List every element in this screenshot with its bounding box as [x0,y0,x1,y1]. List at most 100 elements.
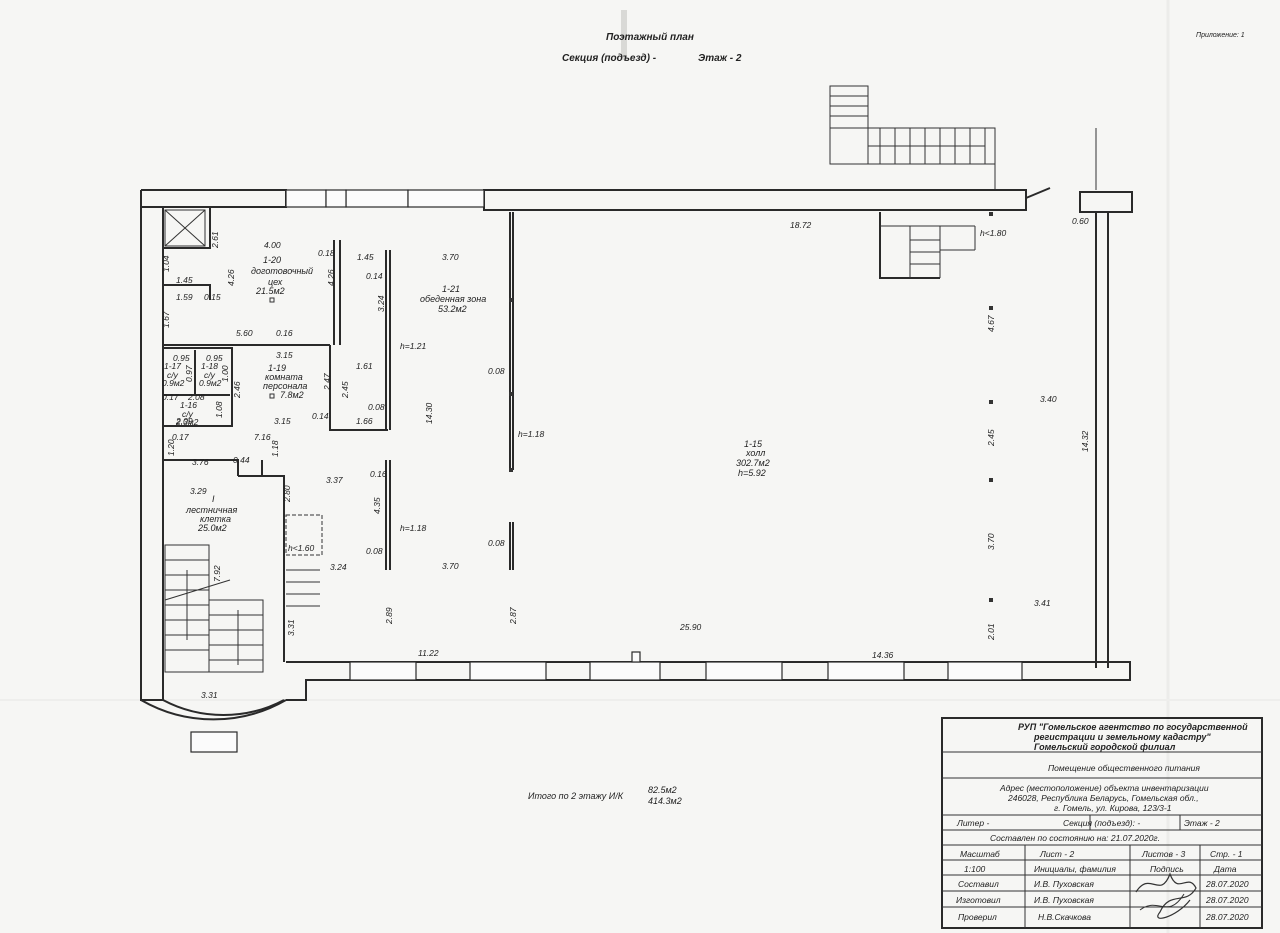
svg-text:4.26: 4.26 [326,269,336,286]
room-1-20: 1-20 доготовочный цех 21.5м2 [251,255,313,296]
svg-text:25.90: 25.90 [679,622,702,632]
stamp-sheets-header: Листов - 3 [1141,849,1186,859]
stamp-floor: Этаж - 2 [1184,818,1220,828]
svg-text:4.35: 4.35 [372,497,382,514]
svg-text:2.46: 2.46 [232,381,242,399]
svg-text:1-21: 1-21 [442,284,460,294]
room-1-21: 1-21 обеденная зона 53.2м2 [420,284,486,314]
floor-label: Этаж - 2 [698,53,742,64]
room-1-19: 1-19 комната персонала 7.8м2 [263,363,307,400]
svg-text:Итого по 2 этажу И/К: Итого по 2 этажу И/К [528,791,624,801]
stamp-sign-header: Подпись [1150,864,1184,874]
vertical-dimension-labels: 2.61 1.04 4.26 4.26 3.24 1.67 4.67 0.97 … [161,231,1090,641]
stamp-addr-1: Адрес (местоположение) объекта инвентари… [999,783,1209,793]
svg-text:2.08: 2.08 [187,392,205,402]
svg-text:3.15: 3.15 [276,350,293,360]
svg-text:0.95: 0.95 [206,353,223,363]
svg-text:14.36: 14.36 [872,650,894,660]
svg-text:0.08: 0.08 [366,546,383,556]
svg-text:h=1.21: h=1.21 [400,341,427,351]
stamp-scale-value: 1:100 [964,864,986,874]
stamp-org-1: РУП "Гомельское агентство по государстве… [1018,722,1248,732]
svg-text:18.72: 18.72 [790,220,812,230]
stamp-org-3: Гомельский городской филиал [1034,742,1176,752]
svg-text:3.76: 3.76 [192,457,209,467]
svg-text:4.67: 4.67 [986,315,996,332]
stair-room: I лестничная клетка 25.0м2 [185,494,238,533]
svg-text:персонала: персонала [263,381,307,391]
stamp-addr-3: г. Гомель, ул. Кирова, 123/3-1 [1054,803,1172,813]
svg-text:холл: холл [745,448,765,458]
stamp-name-1: И.В. Пуховская [1034,879,1094,889]
svg-text:h=5.92: h=5.92 [738,468,766,478]
svg-text:0.97: 0.97 [184,365,194,382]
svg-text:0.95: 0.95 [173,353,190,363]
svg-text:обеденная зона: обеденная зона [420,294,486,304]
svg-text:2.45: 2.45 [340,381,350,399]
svg-text:с/у: с/у [182,409,194,419]
svg-text:1-18: 1-18 [201,361,218,371]
room-1-15: 1-15 холл 302.7м2 h=5.92 [736,439,770,478]
svg-text:3.31: 3.31 [201,690,218,700]
svg-text:2.87: 2.87 [508,607,518,625]
svg-text:7.92: 7.92 [212,565,222,582]
svg-text:14.32: 14.32 [1080,430,1090,452]
stamp-name-3: Н.В.Скачкова [1038,912,1091,922]
stamp-page-header: Стр. - 1 [1210,849,1243,859]
svg-text:0.17: 0.17 [162,392,179,402]
svg-text:0.15: 0.15 [204,292,221,302]
svg-text:комната: комната [265,372,303,382]
svg-text:11.22: 11.22 [418,648,439,658]
svg-text:2.45: 2.45 [986,429,996,447]
stairwell [140,544,287,753]
svg-text:1.59: 1.59 [176,292,193,302]
signature-scribble [1135,872,1197,919]
stamp-section: Секция (подъезд): - [1063,818,1140,828]
svg-text:0.60: 0.60 [1072,216,1089,226]
svg-text:3.24: 3.24 [330,562,347,572]
attachment-label: Приложение: 1 [1196,32,1245,39]
svg-text:с/у: с/у [167,370,179,380]
svg-text:0.17: 0.17 [172,432,189,442]
svg-text:1.45: 1.45 [176,275,193,285]
svg-text:2.61: 2.61 [210,231,220,249]
svg-text:0.16: 0.16 [370,469,387,479]
svg-text:0.44: 0.44 [233,455,250,465]
svg-text:1-16: 1-16 [180,400,197,410]
room-1-18: 1-18 с/у 0.9м2 [199,361,222,388]
stamp-date-2: 28.07.2020 [1205,895,1249,905]
svg-text:1-15: 1-15 [744,439,763,449]
stamp-addr-2: 246028, Республика Беларусь, Гомельская … [1007,793,1199,803]
svg-text:414.3м2: 414.3м2 [648,796,682,806]
svg-text:доготовочный: доготовочный [251,266,313,276]
svg-text:лестничная: лестничная [185,505,238,515]
stamp-as-of: Составлен по состоянию на: 21.07.2020г. [990,833,1160,843]
svg-text:h<1.80: h<1.80 [980,228,1007,238]
svg-text:0.08: 0.08 [488,538,505,548]
svg-text:3.15: 3.15 [274,416,291,426]
svg-text:1.67: 1.67 [161,311,171,328]
stamp-org-2: регистрации и земельному кадастру" [1033,732,1211,742]
svg-text:5.60: 5.60 [236,328,253,338]
svg-text:h=1.18: h=1.18 [518,429,545,439]
bottom-windows [349,651,1023,681]
svg-text:0.14: 0.14 [366,271,383,281]
svg-text:1.00: 1.00 [220,365,230,382]
svg-text:3.70: 3.70 [986,533,996,550]
svg-text:0.18: 0.18 [318,248,335,258]
svg-text:21.5м2: 21.5м2 [255,286,285,296]
svg-text:3.29: 3.29 [190,486,207,496]
floor-totals: Итого по 2 этажу И/К 82.5м2 414.3м2 [528,785,682,806]
svg-text:I: I [212,494,215,504]
svg-text:3.70: 3.70 [442,561,459,571]
svg-text:0.9м2: 0.9м2 [162,378,185,388]
svg-text:302.7м2: 302.7м2 [736,458,770,468]
room-1-17: 1-17 с/у 0.9м2 [162,361,185,388]
svg-text:h<1.60: h<1.60 [288,543,315,553]
svg-text:0.08: 0.08 [368,402,385,412]
interior-walls [163,207,976,662]
room-1-16: 1-16 с/у 2.3м2 [175,400,199,427]
svg-text:53.2м2: 53.2м2 [438,304,467,314]
svg-text:1.20: 1.20 [166,439,176,456]
